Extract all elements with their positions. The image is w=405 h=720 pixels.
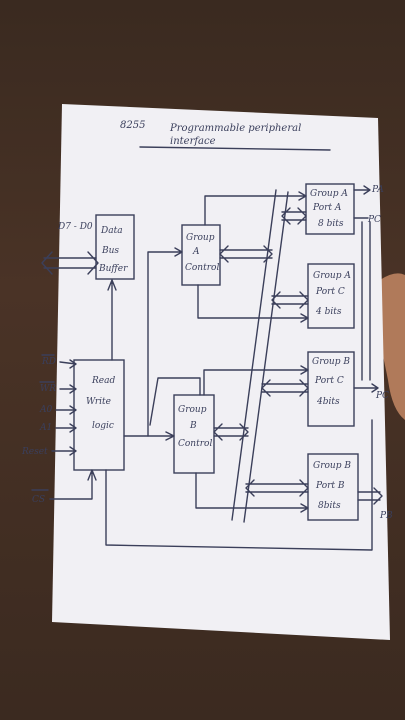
- port-cb-line1: Group B: [312, 357, 350, 367]
- port-a-out-arrow: [353, 185, 371, 195]
- rw-logic-line1: Read: [91, 376, 115, 386]
- port-cb-line3: 4bits: [316, 397, 340, 407]
- control-pins: RD WR A0 A1 Reset CS: [21, 354, 97, 505]
- bus-port-ca-arrow: [271, 291, 309, 309]
- pin-pb: PB: [379, 511, 393, 521]
- pin-a1: A1: [39, 423, 52, 433]
- port-ca-line1: Group A: [313, 271, 351, 281]
- rw-to-buffer-arrow: [107, 279, 117, 361]
- port-b-line3: 8bits: [318, 501, 341, 511]
- port-cb-line2: Port C: [314, 376, 344, 386]
- bus-port-a-arrow: [281, 207, 307, 225]
- group-b-control-line1: Group: [178, 405, 207, 415]
- data-bus-buffer-line3: Buffer: [98, 264, 128, 274]
- pin-pc-upper: PC: [367, 215, 381, 225]
- bus-port-cb-arrow: [261, 379, 309, 397]
- port-cb-out-arrow: [353, 383, 379, 393]
- rw-to-group-b-arrow: [123, 431, 175, 441]
- title-line1: Programmable peripheral: [169, 123, 301, 134]
- ctrl-b-to-port-cb: [203, 365, 309, 396]
- port-b-line2: Port B: [315, 481, 345, 491]
- pin-pc-lower: PC: [375, 391, 389, 401]
- rw-logic-line2: Write: [86, 397, 111, 407]
- group-b-control-line2: B: [189, 421, 197, 431]
- group-a-control-line2: A: [192, 247, 200, 257]
- port-b-line1: Group B: [313, 461, 351, 471]
- port-ca-line3: 4 bits: [315, 307, 342, 317]
- port-a-line1: Group A: [310, 189, 348, 199]
- ctrl-a-to-port-ca: [197, 284, 309, 323]
- pc-bus-lines: [361, 221, 371, 381]
- port-ca-line2: Port C: [315, 287, 345, 297]
- bus-port-b-arrow: [245, 479, 309, 497]
- data-bus-buffer-block: Data Bus Buffer: [95, 214, 135, 280]
- pin-rd: RD: [41, 357, 56, 367]
- port-b-out-arrow: [357, 487, 383, 505]
- data-bus-arrow: [41, 251, 99, 275]
- title-line2: interface: [170, 136, 216, 147]
- internal-data-bus: [231, 189, 289, 523]
- pin-wr: WR: [40, 384, 56, 394]
- group-b-control-line3: Control: [178, 439, 212, 449]
- port-a-line3: 8 bits: [318, 219, 344, 229]
- group-b-control-block: Group B Control: [173, 394, 215, 474]
- title-number: 8255: [120, 120, 145, 131]
- ctrl-b-to-port-b: [195, 472, 309, 513]
- rw-logic-line3: logic: [92, 421, 114, 431]
- data-bus-buffer-line2: Bus: [101, 246, 119, 256]
- ctrl-a-to-port-a: [204, 191, 307, 226]
- read-write-logic-block: Read Write logic: [73, 359, 125, 471]
- group-a-control-line1: Group: [186, 233, 215, 243]
- group-b-port-b-block: Group B Port B 8bits: [307, 453, 359, 521]
- pin-cs: CS: [32, 495, 45, 505]
- pin-pa: PA: [371, 185, 384, 195]
- bottom-loop-line: [105, 419, 373, 551]
- rw-to-group-a-arrow: [147, 247, 183, 437]
- b-control-link: [149, 377, 201, 426]
- pin-reset: Reset: [21, 447, 48, 457]
- title: 8255 Programmable peripheral interface: [120, 120, 331, 151]
- data-bus-buffer-line1: Data: [100, 226, 123, 236]
- ctrl-b-bus-arrow: [213, 423, 249, 441]
- group-b-port-c-block: Group B Port C 4bits: [307, 351, 355, 427]
- port-a-line2: Port A: [312, 203, 342, 213]
- ctrl-a-bus-arrow: [219, 245, 273, 263]
- pin-data-label: D7 - D0: [57, 222, 93, 232]
- group-a-control-block: Group A Control: [181, 224, 221, 286]
- group-a-port-a-block: Group A Port A 8 bits: [305, 183, 355, 235]
- group-a-control-line3: Control: [185, 263, 219, 273]
- pin-a0: A0: [39, 405, 52, 415]
